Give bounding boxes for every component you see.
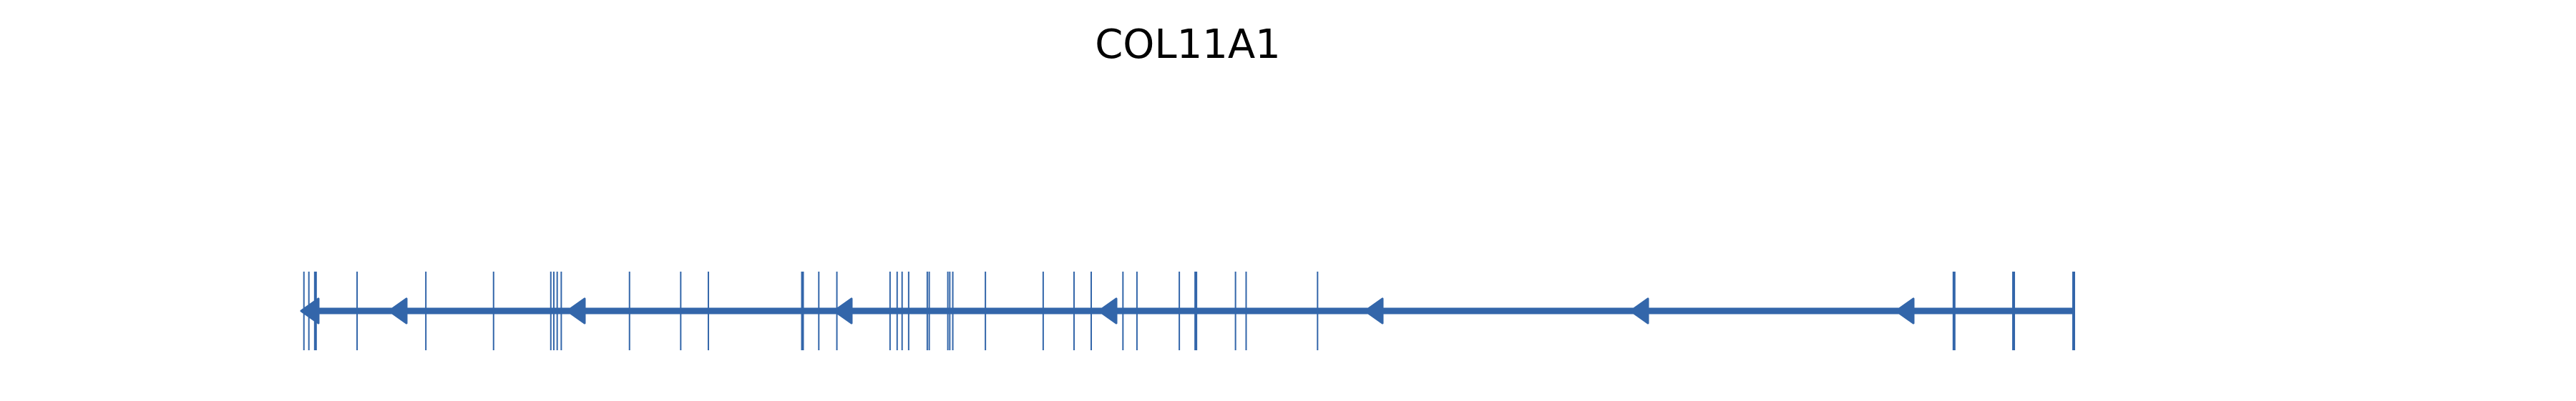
strand-arrow-icon	[300, 297, 320, 325]
strand-arrow-icon	[1629, 297, 1649, 325]
strand-arrow-icon	[566, 297, 586, 325]
strand-arrow-icon	[388, 297, 408, 325]
strand-arrow-icon	[1098, 297, 1118, 325]
strand-arrow-icon	[1364, 297, 1384, 325]
gene-title: COL11A1	[1095, 21, 1281, 68]
strand-arrow-icon	[1895, 297, 1915, 325]
strand-arrow-icon	[833, 297, 853, 325]
